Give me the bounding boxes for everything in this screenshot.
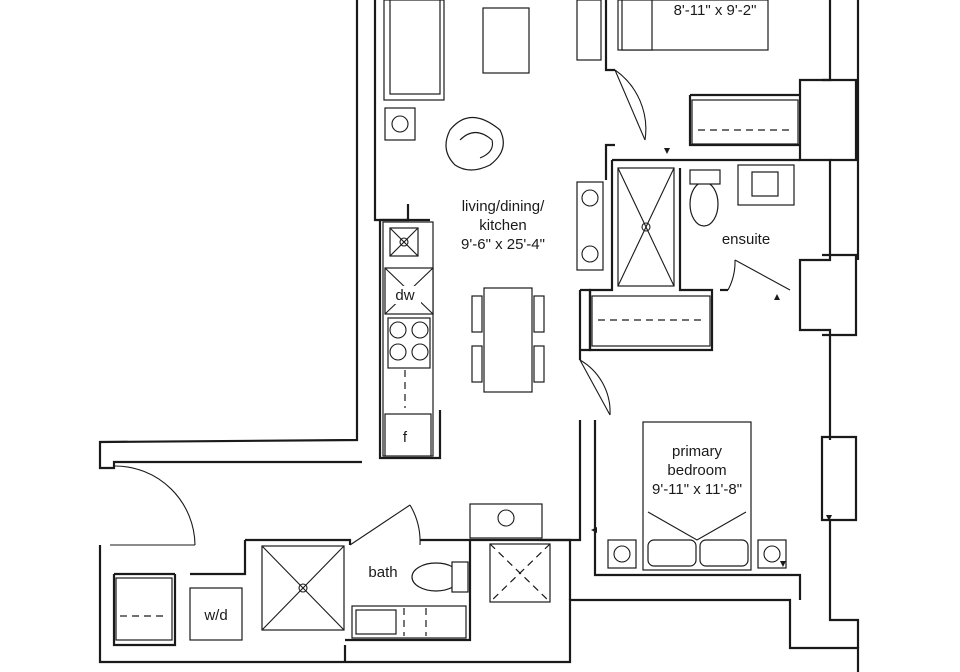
living-name-line1: living/dining/ xyxy=(462,198,545,215)
living-name-line2: kitchen xyxy=(479,217,527,234)
doors xyxy=(110,69,791,546)
bedroom-2-dimensions: 8'-11" x 9'-2" xyxy=(674,2,757,19)
primary-dimensions: 9'-11" x 11'-8" xyxy=(652,481,742,498)
fridge-label: f xyxy=(403,429,408,446)
ensuite-fixtures xyxy=(591,164,795,347)
arrow-markers xyxy=(591,148,832,567)
interior-walls xyxy=(378,0,802,600)
primary-bedroom-furniture xyxy=(607,421,787,571)
bath-fixtures xyxy=(261,545,469,639)
entry-closets xyxy=(115,503,551,641)
living-dimensions: 9'-6" x 25'-4" xyxy=(461,236,545,253)
ensuite-label: ensuite xyxy=(722,231,770,248)
primary-name-line1: primary xyxy=(672,443,723,460)
kitchen-counter xyxy=(382,221,434,457)
bedroom-2-furniture xyxy=(576,0,799,145)
exterior-walls xyxy=(98,0,860,672)
bath-label: bath xyxy=(368,564,397,581)
primary-name-line2: bedroom xyxy=(667,462,726,479)
living-furniture xyxy=(383,0,604,393)
washer-dryer-label: w/d xyxy=(203,607,227,624)
dishwasher-label-bg xyxy=(393,286,421,304)
dishwasher-label: dw xyxy=(395,287,414,304)
